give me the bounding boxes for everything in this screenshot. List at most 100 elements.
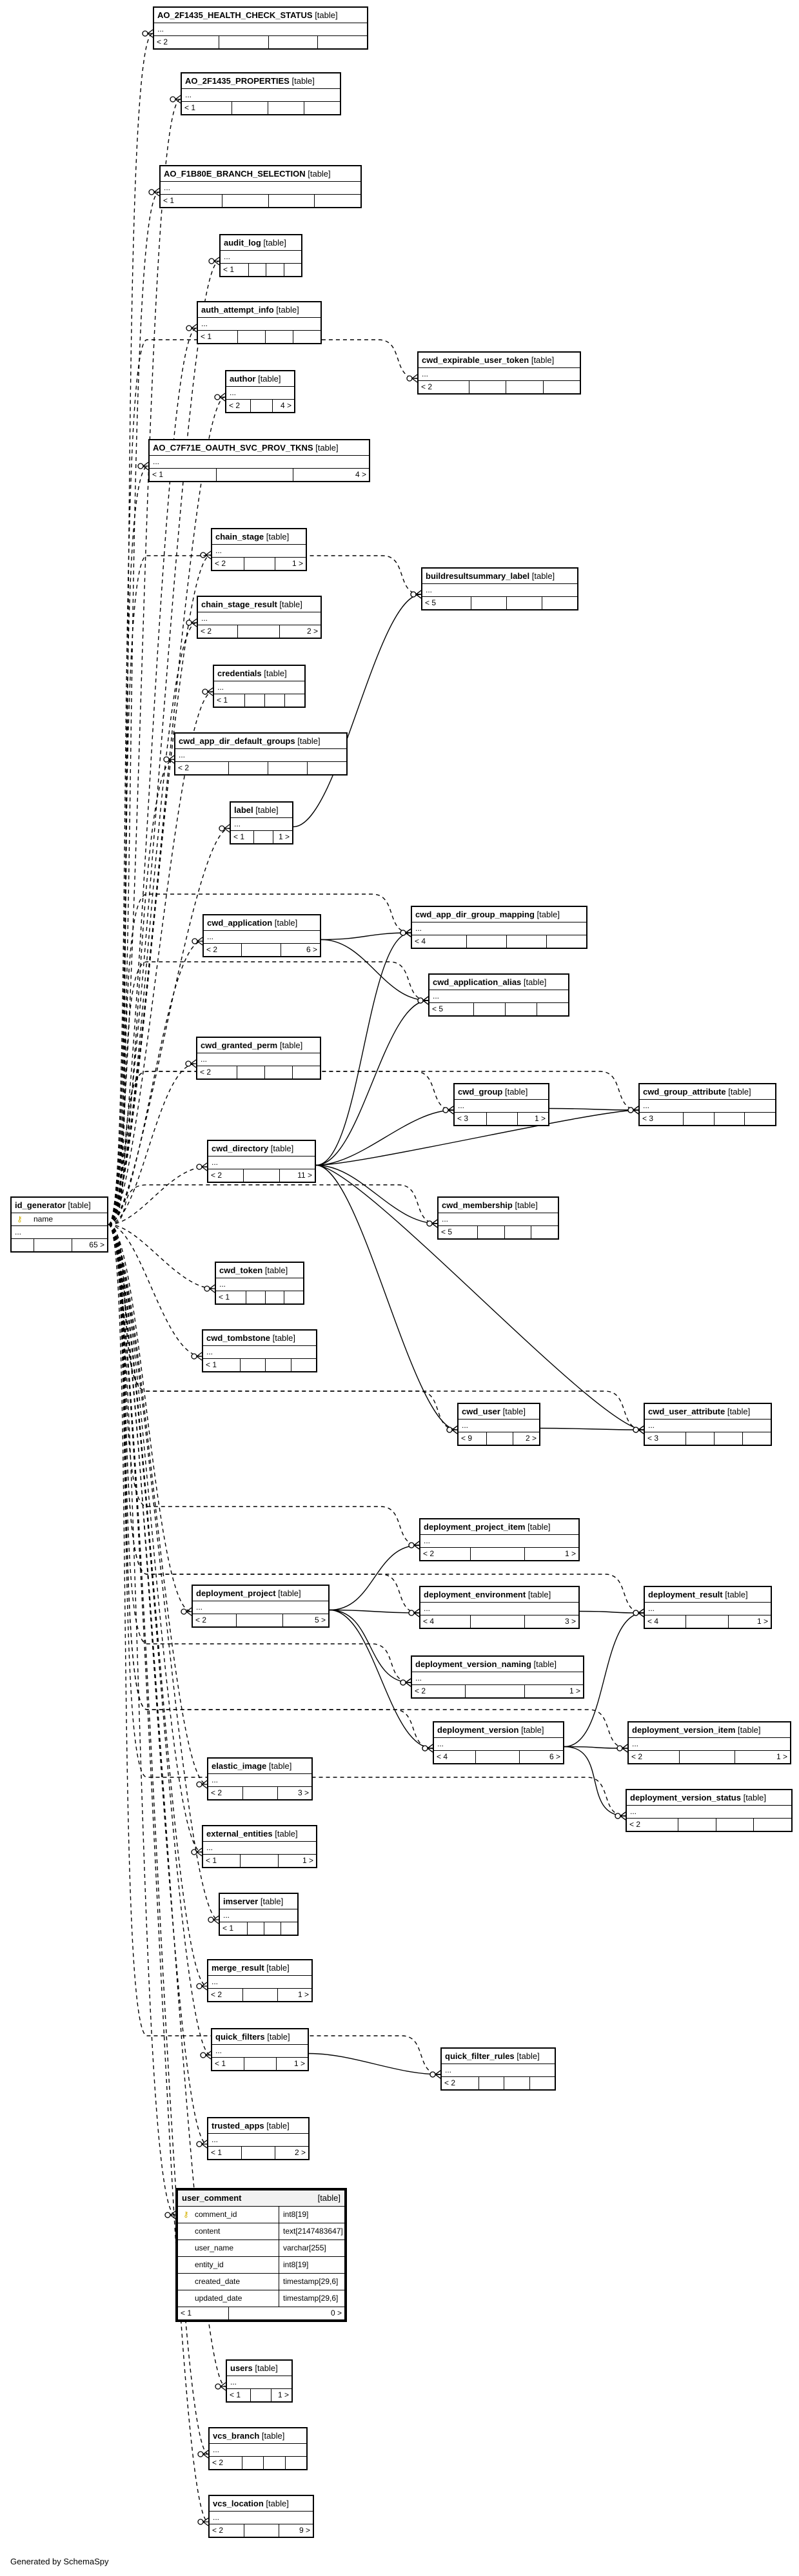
foot-parents: < 4 [645, 1615, 686, 1628]
foot-children: 2 > [294, 2148, 306, 2157]
table-cwd_group_attribute[interactable]: cwd_group_attribute [table]...< 3 [638, 1083, 776, 1126]
foot-cell [471, 597, 507, 609]
table-name: AO_2F1435_HEALTH_CHECK_STATUS [157, 10, 313, 20]
foot-cell [264, 1922, 281, 1935]
table-auth_attempt_info[interactable]: auth_attempt_info [table]...< 1 [197, 301, 322, 344]
foot-parents: < 1 [203, 1855, 241, 1867]
table-vcs_branch[interactable]: vcs_branch [table]...< 2 [208, 2427, 308, 2470]
edge-t32-t40-crowfoot [633, 1106, 639, 1115]
table-cwd_tombstone[interactable]: cwd_tombstone [table]...< 1 [202, 1329, 317, 1372]
foot-cell [487, 1432, 513, 1445]
foot-cell [507, 935, 547, 948]
table-audit_log[interactable]: audit_log [table]...< 1 [219, 234, 302, 277]
columns-ellipsis: ... [208, 1774, 311, 1787]
edge-t12-t29-optional-marker [410, 591, 417, 598]
table-imserver[interactable]: imserver [table]...< 1 [219, 1893, 299, 1936]
key-icon: ⚷ [17, 1215, 23, 1224]
edge-t1-optional-marker [142, 30, 148, 37]
table-name: deployment_version_item [632, 1725, 736, 1735]
table-name: id_generator [15, 1200, 66, 1210]
table-cwd_application_alias[interactable]: cwd_application_alias [table]...< 5 [428, 973, 569, 1017]
table-AO_2F1435_PROPERTIES[interactable]: AO_2F1435_PROPERTIES [table]...< 1 [181, 72, 341, 115]
foot-children: 6 > [306, 945, 317, 954]
foot-cell [238, 331, 266, 343]
edge-t38-t42-optional-marker [633, 1610, 639, 1616]
foot-parents: < 2 [210, 2524, 244, 2537]
foot-mid [34, 1239, 72, 1251]
table-buildresultsummary_label[interactable]: buildresultsummary_label [table]...< 5 [421, 567, 578, 610]
foot-parents: < 1 [178, 2307, 229, 2319]
table-id_generator[interactable]: id_generator [table] ⚷name ... 65 > [10, 1196, 108, 1253]
table-name: chain_stage [215, 532, 264, 542]
table-cwd_membership[interactable]: cwd_membership [table]...< 5 [437, 1196, 559, 1240]
table-cwd_app_dir_group_mapping[interactable]: cwd_app_dir_group_mapping [table]...< 4 [411, 906, 587, 949]
table-quick_filter_rules[interactable]: quick_filter_rules [table]...< 2 [440, 2047, 556, 2091]
foot-cell [678, 1819, 716, 1831]
edge-t23-t39-crowfoot [435, 2070, 441, 2079]
foot-cell [244, 558, 275, 570]
edge-t18-t38-crowfoot [427, 1744, 433, 1753]
foot-cell [507, 597, 542, 609]
foot-children: 1 > [756, 1617, 768, 1626]
edge-t15-t30 [315, 932, 411, 1166]
edge-t19-crowfoot [201, 1780, 208, 1789]
foot-children: 11 > [297, 1171, 312, 1180]
foot-cell [544, 381, 580, 393]
table-cwd_user_attribute[interactable]: cwd_user_attribute [table]...< 3 [644, 1403, 772, 1446]
table-kind: [table] [266, 2121, 290, 2131]
foot-parents: < 2 [193, 1614, 237, 1626]
foot-cell [479, 2077, 505, 2089]
edge-t38-t44 [564, 1746, 626, 1817]
table-cwd_expirable_user_token[interactable]: cwd_expirable_user_token [table]...< 2 [417, 351, 581, 395]
table-AO_F1B80E_BRANCH_SELECTION[interactable]: AO_F1B80E_BRANCH_SELECTION [table]...< 1 [159, 165, 362, 208]
foot-cell [467, 935, 507, 948]
table-AO_C7F71E_OAUTH_SVC_PROV_TKNS[interactable]: AO_C7F71E_OAUTH_SVC_PROV_TKNS [table]...… [148, 439, 370, 482]
table-credentials[interactable]: credentials [table]...< 1 [213, 665, 306, 708]
edge-t1-crowfoot [147, 29, 153, 38]
table-cwd_app_dir_default_groups[interactable]: cwd_app_dir_default_groups [table]...< 2 [174, 732, 348, 776]
table-kind: [table] [266, 1963, 290, 1973]
generated-by-footer: Generated by SchemaSpy [10, 2557, 109, 2566]
edge-t15-t33 [315, 1164, 438, 1224]
edge-t21-crowfoot [213, 1915, 219, 1924]
table-cwd_granted_perm[interactable]: cwd_granted_perm [table]...< 2 [196, 1037, 321, 1080]
table-kind: [table] [291, 76, 315, 86]
table-cwd_token[interactable]: cwd_token [table]...< 1 [215, 1262, 304, 1305]
table-kind: [table] [266, 2499, 289, 2508]
column-name: updated_date [195, 2294, 242, 2303]
table-deployment_version_status[interactable]: deployment_version_status [table]...< 2 [626, 1789, 793, 1832]
table-AO_2F1435_HEALTH_CHECK_STATUS[interactable]: AO_2F1435_HEALTH_CHECK_STATUS [table]...… [153, 6, 368, 50]
columns-ellipsis: ... [210, 2512, 313, 2524]
columns-ellipsis: ... [208, 1156, 315, 1169]
edge-t16-optional-marker [204, 1285, 210, 1292]
columns-ellipsis: ... [231, 818, 292, 831]
table-name: credentials [217, 668, 262, 678]
